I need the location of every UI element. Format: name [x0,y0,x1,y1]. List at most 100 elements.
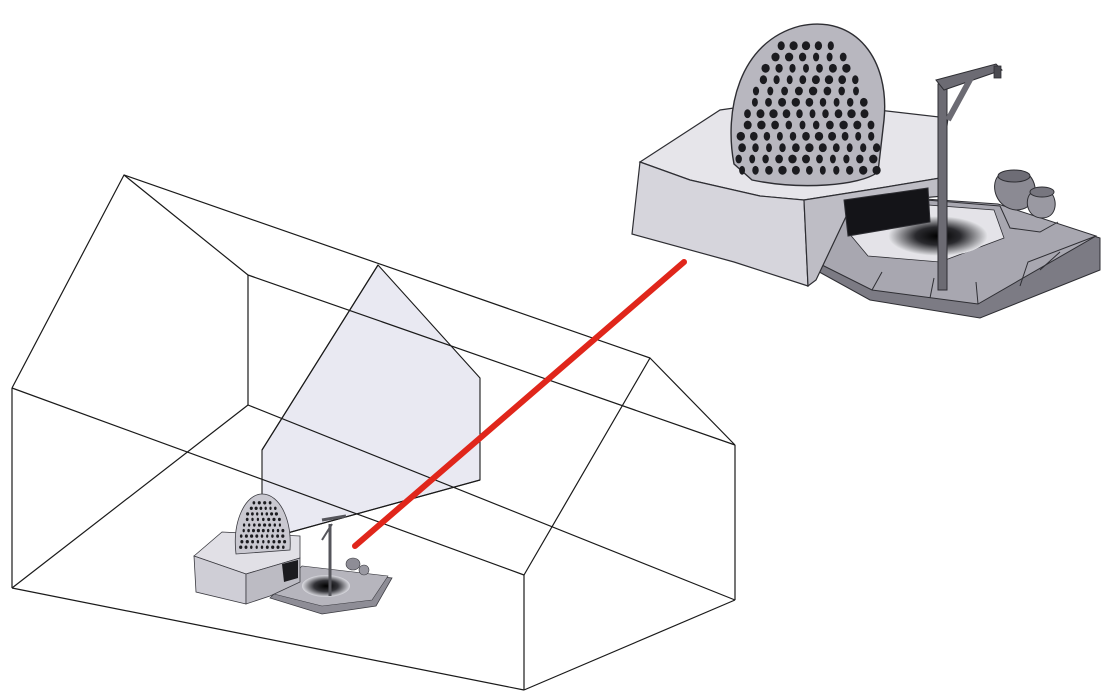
small-pot-2 [358,564,370,576]
dome-hole [242,523,246,527]
dome-hole [838,86,845,96]
dome-hole [763,131,771,141]
dome-hole [245,540,249,544]
dome-hole [239,534,243,538]
dome-hole [803,63,809,73]
dome-hole [855,131,862,141]
dome-hole [816,154,823,164]
dome-hole [794,86,803,96]
dome-hole [841,131,849,141]
dome-hole [786,75,793,85]
dome-hole [778,97,787,107]
dome-hole [819,165,826,175]
dome-hole [833,97,840,107]
dome-hole [268,523,272,527]
dome-hole [266,528,270,533]
dome-hole [272,517,276,522]
dome-hole [281,528,285,533]
small-pot-1 [345,557,361,571]
dome-hole [788,154,797,164]
dome-hole [852,75,859,85]
dome-hole [240,540,244,544]
dome-hole [859,97,868,107]
dome-hole [736,131,745,141]
dome-hole [781,86,788,96]
dome-hole [262,517,265,522]
dome-hole [274,506,277,510]
dome-hole [762,154,769,164]
dome-hole [255,534,259,538]
dome-hole [775,63,783,73]
dome-hole [822,109,829,119]
dome-hole [276,545,280,549]
dome-hole [785,120,793,130]
clay-pots [994,169,1056,219]
dome-hole [283,540,287,544]
dome-hole [251,540,255,544]
dome-hole [272,540,276,544]
dome-hole [834,109,843,119]
dome-hole [839,52,847,62]
dome-hole [827,41,834,51]
dome-hole [792,143,800,153]
post-brace [945,74,975,122]
dome-hole [263,501,267,505]
dome-hole [739,165,746,175]
dome-hole [853,120,862,130]
dome-hole [799,75,807,85]
dome-hole [271,545,275,549]
callout-line [352,259,687,549]
dome-hole [784,52,794,62]
dome-hole [276,534,280,538]
dome-hole [811,75,820,85]
dome-hole [798,52,807,62]
dome-hole [247,528,250,533]
dome-hole [791,97,800,107]
dome-hole [818,143,827,153]
dome-hole [829,154,836,164]
dome-hole [281,534,285,538]
dome-hole [271,534,274,538]
dome-hole [282,545,285,549]
dome-hole [799,120,806,130]
interior-partition [261,264,481,541]
dome-hole [257,501,261,505]
dome-hole [802,154,810,164]
dome-hole [801,41,811,51]
dome-hole [802,131,810,141]
dome-hole [263,523,267,527]
dome-hole [809,109,816,119]
roof-ridge [123,174,651,359]
roof-eave-front [11,387,525,576]
dome-hole [757,120,766,130]
floor-back [247,404,736,601]
dome-hole [832,143,840,153]
small-pit [302,575,350,597]
dome-hole [267,540,270,544]
dome-hole [244,534,248,538]
dome-hole [252,501,256,505]
dome-hole [846,165,854,175]
dome-hole [738,143,746,153]
dome-hole [260,512,264,516]
roof-eave-back [247,274,736,446]
dome-hole [266,534,269,538]
dome-hole [743,120,752,130]
dome-hole [838,75,847,85]
dome-hole [260,534,264,538]
dome-hole [819,97,827,107]
dome-hole [744,109,751,119]
right-gable [523,357,736,576]
dome-hole [828,131,837,141]
dome-hole [828,63,837,73]
dome-hole [814,41,823,51]
pot-large-rim [997,169,1031,183]
dome-hole [749,154,756,164]
dome-vent-holes [735,41,881,175]
dome-hole [253,523,256,527]
pot-small-rim [1029,186,1055,198]
dome-hole [251,517,254,522]
dome-hole [248,523,251,527]
dome-hole [262,540,265,544]
